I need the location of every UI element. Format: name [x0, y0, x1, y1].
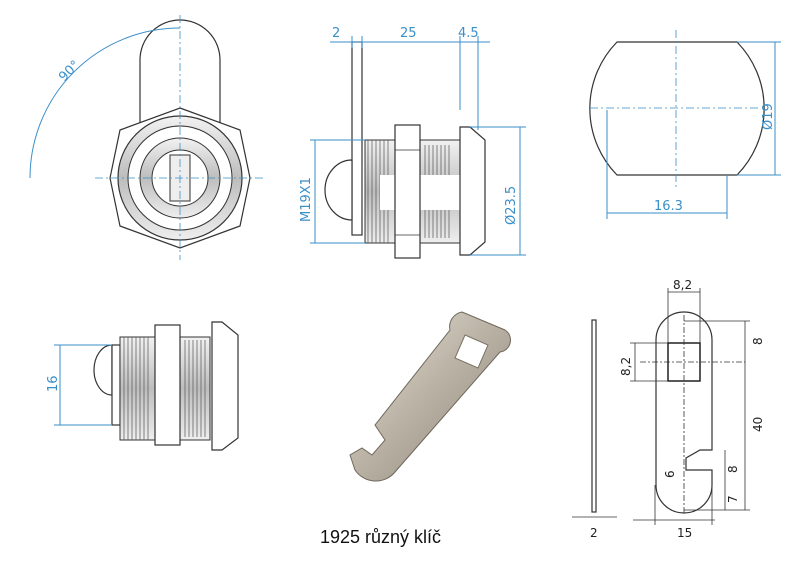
- angle-label: 90°: [56, 58, 83, 85]
- front-view: 90°: [29, 15, 265, 260]
- dim-top: 8: [751, 337, 765, 345]
- cam-drawing: 8,2 8,2 8 40 6 8 7 15 2: [572, 278, 765, 540]
- dim-notch-w: 6: [663, 470, 677, 478]
- dim-bottom: 7: [726, 495, 740, 503]
- dim-plate: 2: [332, 26, 340, 41]
- dim-height: Ø19: [761, 103, 776, 130]
- dim-square-w: 8,2: [673, 278, 692, 292]
- dim-thickness: 2: [590, 526, 598, 540]
- dim-thread: M19X1: [299, 177, 314, 222]
- dim-height: 16: [46, 375, 61, 392]
- caption: 1925 různý klíč: [320, 527, 442, 547]
- dim-diameter: Ø23.5: [504, 186, 519, 225]
- side-view-small: 16: [46, 321, 239, 451]
- dim-length: 40: [751, 417, 765, 432]
- dim-flange: 4.5: [458, 26, 479, 41]
- dim-length: 25: [400, 26, 417, 41]
- dim-width: 16.3: [654, 199, 683, 214]
- cam-photo: [349, 311, 511, 482]
- dim-square-h: 8,2: [619, 357, 633, 376]
- angle-arc: [29, 27, 181, 179]
- side-view: 2 25 4.5 M19X1 Ø23.5: [299, 26, 526, 259]
- dim-notch-h: 8: [726, 465, 740, 473]
- dim-width: 15: [677, 526, 692, 540]
- cut-profile-view: Ø19 16.3: [589, 30, 781, 219]
